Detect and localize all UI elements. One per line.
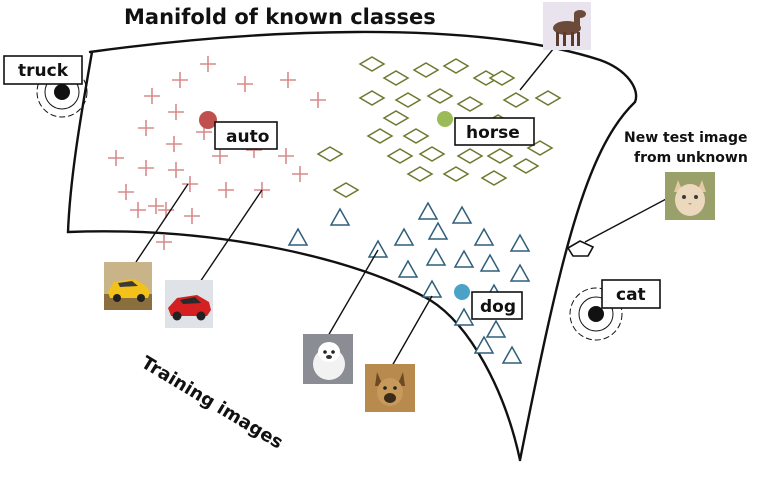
dog-marker	[427, 221, 449, 240]
dog-marker	[509, 263, 531, 282]
dog-marker	[473, 227, 495, 246]
horse-center-dot	[437, 111, 453, 127]
dog-marker	[451, 205, 473, 224]
auto-marker	[138, 120, 154, 136]
horse-marker	[412, 62, 440, 78]
dog-marker	[453, 249, 475, 268]
dog-marker	[421, 279, 443, 298]
auto-marker	[182, 176, 198, 192]
horse-marker	[534, 90, 562, 106]
dog-marker	[479, 253, 501, 272]
auto-marker	[278, 148, 294, 164]
dog-marker	[485, 319, 507, 338]
new-test-note-line2: from unknown	[634, 150, 748, 166]
dog-marker	[509, 233, 531, 252]
new-test-pentagon-marker	[566, 240, 595, 257]
auto-center-dot	[199, 111, 217, 129]
auto-marker	[200, 56, 216, 72]
auto-marker	[168, 162, 184, 178]
dog-marker	[397, 259, 419, 278]
horse-marker	[426, 88, 454, 104]
horse-marker	[358, 56, 386, 72]
horse-marker	[418, 146, 446, 162]
auto-marker	[172, 72, 188, 88]
cat-label: cat	[616, 285, 646, 305]
horse-marker	[366, 128, 394, 144]
svg-text:horse: horse	[466, 123, 520, 143]
diagram-title: Manifold of known classes	[124, 5, 436, 29]
horse-marker	[442, 58, 470, 74]
horse-marker	[406, 166, 434, 182]
horse-marker	[402, 128, 430, 144]
auto-marker	[168, 104, 184, 120]
auto-marker	[118, 184, 134, 200]
dog-marker	[417, 201, 439, 220]
dog-marker	[501, 345, 523, 364]
dog-marker	[287, 227, 309, 246]
auto-label: auto	[214, 121, 278, 150]
auto-marker	[158, 202, 174, 218]
svg-text:dog: dog	[480, 297, 516, 317]
dog-marker	[473, 335, 495, 354]
horse-marker	[512, 158, 540, 174]
horse-marker	[480, 170, 508, 186]
white-dog-thumbnail	[303, 334, 353, 384]
brown-dog-thumbnail	[365, 364, 415, 412]
horse-marker	[488, 70, 516, 86]
training-images-label: Training images	[137, 352, 286, 453]
horse-thumbnail	[543, 2, 591, 50]
svg-text:auto: auto	[226, 127, 269, 147]
yellow-car-thumbnail	[104, 262, 152, 310]
horse-marker	[486, 148, 514, 164]
horse-label: horse	[454, 117, 535, 146]
new-test-note-line1: New test image	[624, 130, 747, 146]
red-car-thumbnail	[165, 280, 213, 328]
horse-marker	[358, 90, 386, 106]
auto-class-markers	[108, 56, 326, 250]
auto-marker	[144, 88, 160, 104]
auto-marker	[138, 160, 154, 176]
dog-marker	[393, 227, 415, 246]
thumbnail-connectors	[135, 37, 669, 367]
auto-marker	[108, 150, 124, 166]
auto-marker	[184, 208, 200, 224]
auto-marker	[280, 72, 296, 88]
auto-marker	[130, 202, 146, 218]
auto-marker	[212, 148, 228, 164]
auto-marker	[156, 234, 172, 250]
dog-marker	[329, 207, 351, 226]
truck-label: truck	[18, 61, 69, 81]
horse-class-markers	[316, 56, 562, 198]
cat-outside-class: cat	[569, 279, 661, 341]
cat-thumbnail	[665, 172, 715, 220]
dog-center-dot	[454, 284, 470, 300]
auto-marker	[166, 136, 182, 152]
dog-marker	[453, 307, 475, 326]
auto-marker	[310, 92, 326, 108]
auto-marker	[237, 76, 253, 92]
horse-marker	[316, 146, 344, 162]
auto-marker	[148, 198, 164, 214]
auto-marker	[218, 182, 234, 198]
horse-marker	[456, 148, 484, 164]
horse-marker	[332, 182, 360, 198]
horse-marker	[456, 96, 484, 112]
auto-marker	[292, 166, 308, 182]
horse-marker	[382, 70, 410, 86]
horse-marker	[382, 110, 410, 126]
horse-marker	[502, 92, 530, 108]
dog-marker	[367, 239, 389, 258]
horse-marker	[442, 166, 470, 182]
truck-outside-class: truck	[3, 55, 88, 118]
dog-marker	[425, 247, 447, 266]
horse-marker	[386, 148, 414, 164]
horse-marker	[394, 92, 422, 108]
dog-label: dog	[471, 291, 523, 320]
